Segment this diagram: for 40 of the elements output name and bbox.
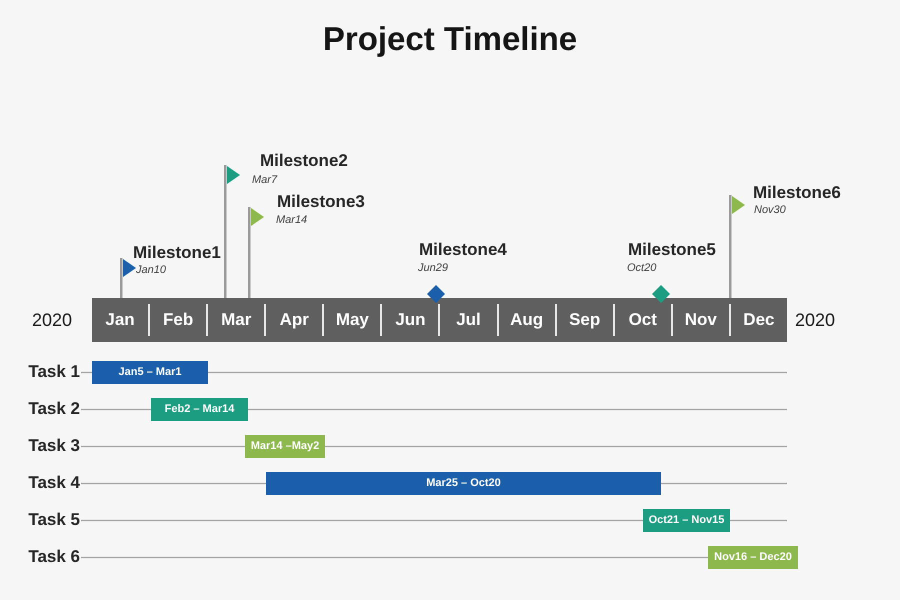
task-label: Task 6: [28, 546, 80, 568]
month-label: Aug: [496, 304, 555, 336]
month-label: Mar: [206, 304, 264, 336]
task-bar: Oct21 – Nov15: [643, 509, 730, 532]
month-label: May: [322, 304, 380, 336]
milestone-label: Milestone2: [260, 151, 348, 171]
month-label: Oct: [612, 304, 671, 336]
year-label: 2020: [32, 309, 72, 331]
task-bar: Jan5 – Mar1: [92, 361, 208, 384]
month-label: Jul: [438, 304, 497, 336]
date-label: Jun29: [418, 262, 448, 275]
task-label: Task 3: [28, 435, 80, 457]
month-label: Nov: [670, 304, 729, 336]
milestone-label: Milestone6: [753, 183, 841, 203]
task-label: Task 4: [28, 472, 80, 494]
task-bar: Feb2 – Mar14: [151, 398, 248, 421]
task-bar: Nov16 – Dec20: [708, 546, 798, 569]
month-label: Jun: [380, 304, 438, 336]
milestone-label: Milestone4: [419, 240, 507, 260]
month-label: Dec: [728, 304, 787, 336]
task-bar: Mar14 –May2: [245, 435, 325, 458]
month-label: Feb: [148, 304, 206, 336]
task-label: Task 2: [28, 398, 80, 420]
date-label: Jan10: [136, 264, 166, 277]
task-label: Task 1: [28, 361, 80, 383]
milestone-label: Milestone5: [628, 240, 716, 260]
date-label: Nov30: [754, 204, 786, 217]
month-label: Apr: [264, 304, 322, 336]
month-label: Sep: [554, 304, 613, 336]
title: Project Timeline: [322, 20, 578, 58]
year-label: 2020: [795, 309, 836, 331]
task-bar: Mar25 – Oct20: [266, 472, 661, 495]
date-label: Mar7: [252, 174, 278, 187]
task-label: Task 5: [28, 509, 80, 531]
milestone-label: Milestone3: [277, 192, 365, 212]
date-label: Oct20: [627, 262, 656, 275]
milestone-label: Milestone1: [133, 243, 221, 263]
timeline-band: [92, 298, 787, 342]
date-label: Mar14: [276, 214, 308, 227]
month-label: Jan: [104, 309, 136, 331]
